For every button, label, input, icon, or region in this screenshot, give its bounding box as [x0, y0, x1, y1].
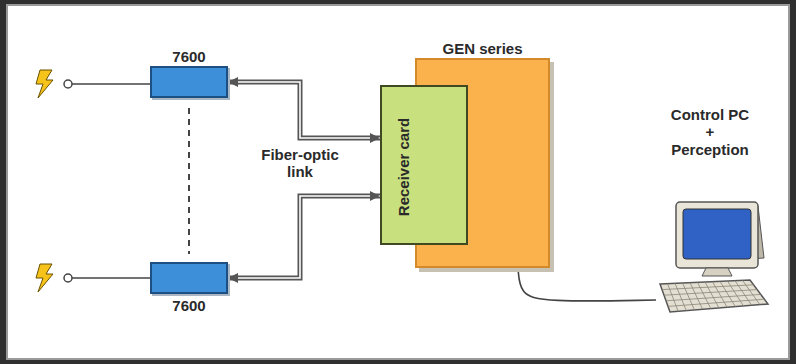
cable-line — [518, 268, 656, 301]
box-heading: GEN series — [415, 39, 550, 58]
input-terminal — [64, 274, 72, 282]
card-label: Receiver card — [395, 118, 412, 216]
input-wire — [72, 277, 150, 279]
input-wire — [72, 83, 150, 85]
fiber-inner — [228, 196, 380, 278]
module-box: 7600 — [150, 47, 228, 98]
continuation-dashes — [188, 108, 190, 254]
computer-icon — [646, 200, 776, 320]
fiber-outer — [228, 196, 380, 278]
box-heading: 7600 — [150, 296, 228, 315]
arrow-heads — [228, 82, 380, 138]
connector — [518, 268, 656, 301]
link-label: Fiber-optic link — [254, 145, 346, 182]
connector — [228, 82, 380, 138]
module-box: 7600 — [150, 262, 228, 315]
signal-input — [36, 264, 150, 292]
card-box: Receiver card — [380, 85, 468, 245]
fiber-outer — [228, 82, 380, 138]
computer: Control PC + Perception — [632, 106, 788, 320]
box-outline — [150, 262, 228, 294]
box-outline — [150, 66, 228, 98]
lightning-symbol — [36, 264, 53, 292]
fiber-inner — [228, 82, 380, 138]
arrow-heads — [228, 196, 380, 278]
lightning-symbol — [36, 70, 53, 98]
signal-input — [36, 70, 150, 98]
connector — [228, 196, 380, 278]
computer-label: Control PC + Perception — [667, 106, 753, 158]
input-terminal — [64, 80, 72, 88]
arrow-heads — [518, 268, 656, 301]
box-heading: 7600 — [150, 47, 228, 66]
